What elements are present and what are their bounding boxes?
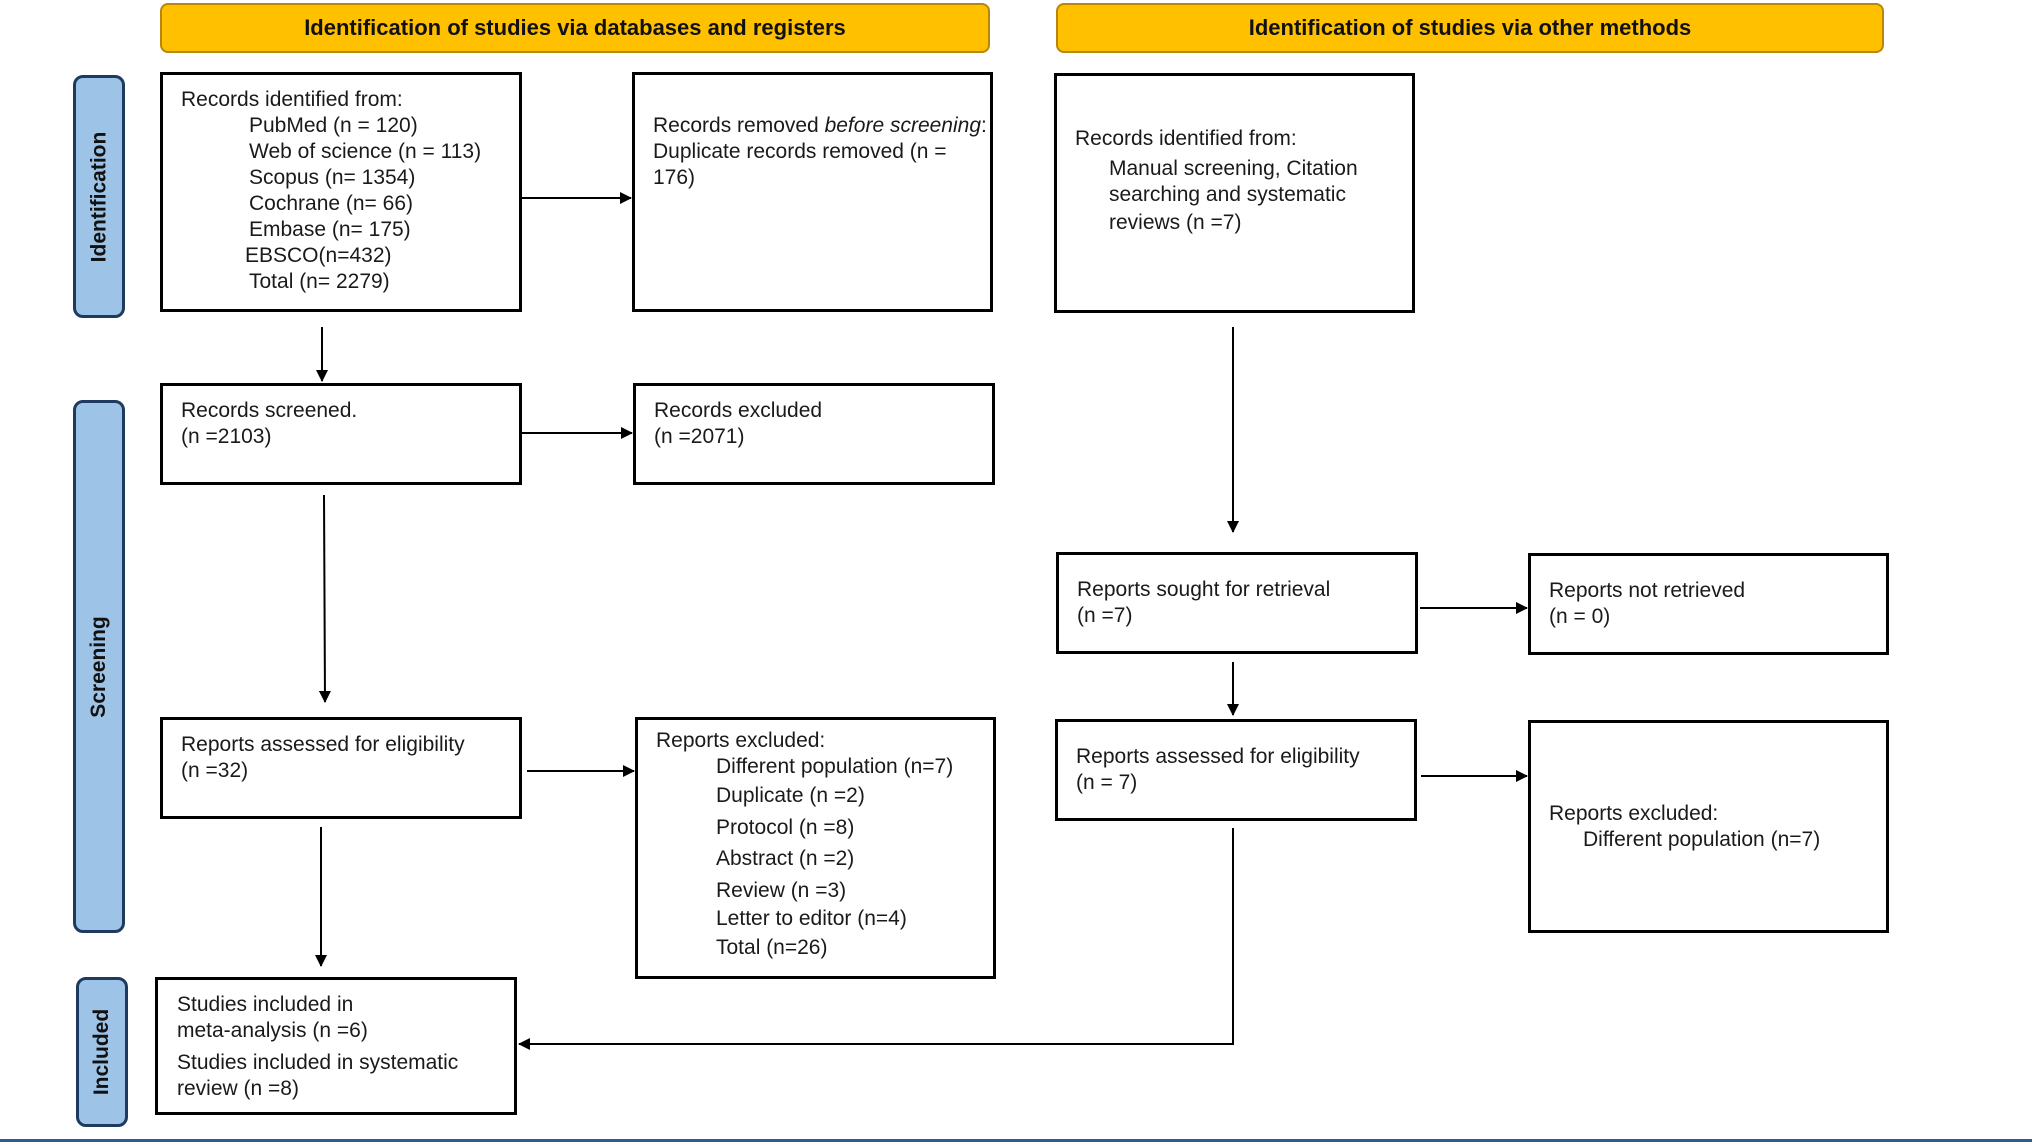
reports-excluded-other-box: Reports excluded: Different population (… (1528, 720, 1889, 933)
other-records-line3: reviews (n =7) (1109, 211, 1242, 234)
records-screened-box: Records screened. (n =2103) (160, 383, 522, 485)
eligibility-other-box: Reports assessed for eligibility (n = 7) (1055, 719, 1417, 821)
records-screened-label: Records screened. (181, 399, 358, 422)
header-other-methods: Identification of studies via other meth… (1056, 3, 1884, 53)
eligibility-other-count: (n = 7) (1076, 771, 1138, 794)
records-excluded-label: Records excluded (654, 399, 823, 422)
reports-not-retrieved-label: Reports not retrieved (1549, 579, 1746, 602)
stage-screening: Screening (73, 400, 125, 933)
records-identified-databases-box: Records identified from: PubMed (n = 120… (160, 72, 522, 312)
reports-not-retrieved-box: Reports not retrieved (n = 0) (1528, 553, 1889, 655)
eligibility-databases-box: Reports assessed for eligibility (n =32) (160, 717, 522, 819)
included-systematic-line2: review (n =8) (177, 1077, 299, 1100)
other-records-line2: searching and systematic (1109, 183, 1346, 206)
included-meta-line1: Studies included in (177, 993, 354, 1016)
excluded-duplicate: Duplicate (n =2) (716, 784, 865, 807)
reports-sought-label: Reports sought for retrieval (1077, 578, 1331, 601)
records-screened-count: (n =2103) (181, 425, 272, 448)
records-removed-box: Records removed before screening: Duplic… (632, 72, 993, 312)
eligibility-databases-label: Reports assessed for eligibility (181, 733, 465, 756)
eligibility-other-label: Reports assessed for eligibility (1076, 745, 1360, 768)
source-ebsco: EBSCO(n=432) (245, 244, 392, 267)
eligibility-databases-count: (n =32) (181, 759, 249, 782)
other-records-title: Records identified from: (1075, 127, 1297, 150)
stage-identification: Identification (73, 75, 125, 318)
records-removed-prefix: Records removed (653, 114, 825, 137)
source-total: Total (n= 2279) (249, 270, 390, 293)
studies-included-box: Studies included in meta-analysis (n =6)… (155, 977, 517, 1115)
other-records-line1: Manual screening, Citation (1109, 157, 1358, 180)
arrow-screened-to-eligibility (318, 494, 331, 703)
reports-excluded-databases-box: Reports excluded: Different population (… (635, 717, 996, 979)
reports-sought-count: (n =7) (1077, 604, 1133, 627)
included-systematic-line1: Studies included in systematic (177, 1051, 459, 1074)
records-identified-other-box: Records identified from: Manual screenin… (1054, 73, 1415, 313)
records-removed-heading: Records removed before screening: (653, 113, 987, 139)
arrow-other-eligibility-to-included (518, 828, 1234, 1050)
source-web-of-science: Web of science (n = 113) (249, 140, 482, 163)
records-excluded-box: Records excluded (n =2071) (633, 383, 995, 485)
included-meta-line2: meta-analysis (n =6) (177, 1019, 368, 1042)
excluded-letter-to-editor: Letter to editor (n=4) (716, 907, 907, 930)
source-cochrane: Cochrane (n= 66) (249, 192, 414, 215)
records-removed-italic: before screening (824, 114, 982, 137)
reports-excluded-title: Reports excluded: (656, 729, 826, 752)
records-identified-title: Records identified from: (181, 88, 403, 111)
excluded-protocol: Protocol (n =8) (716, 815, 855, 839)
excluded-review: Review (n =3) (716, 878, 847, 902)
bottom-rule (0, 1139, 2032, 1142)
records-excluded-count: (n =2071) (654, 425, 745, 448)
reports-excluded-other-title: Reports excluded: (1549, 802, 1719, 825)
records-removed-colon: : (981, 114, 987, 137)
reports-not-retrieved-count: (n = 0) (1549, 605, 1611, 628)
header-databases: Identification of studies via databases … (160, 3, 990, 53)
source-scopus: Scopus (n= 1354) (249, 166, 416, 189)
reports-excluded-other-item: Different population (n=7) (1583, 828, 1821, 851)
excluded-total: Total (n=26) (716, 936, 828, 959)
source-embase: Embase (n= 175) (249, 218, 411, 241)
reports-sought-box: Reports sought for retrieval (n =7) (1056, 552, 1418, 654)
stage-included: Included (76, 977, 128, 1127)
excluded-different-population: Different population (n=7) (716, 755, 954, 778)
duplicates-removed-count: 176) (653, 166, 696, 189)
duplicates-removed: Duplicate records removed (n = (653, 140, 947, 163)
source-pubmed: PubMed (n = 120) (249, 114, 418, 137)
excluded-abstract: Abstract (n =2) (716, 847, 855, 870)
